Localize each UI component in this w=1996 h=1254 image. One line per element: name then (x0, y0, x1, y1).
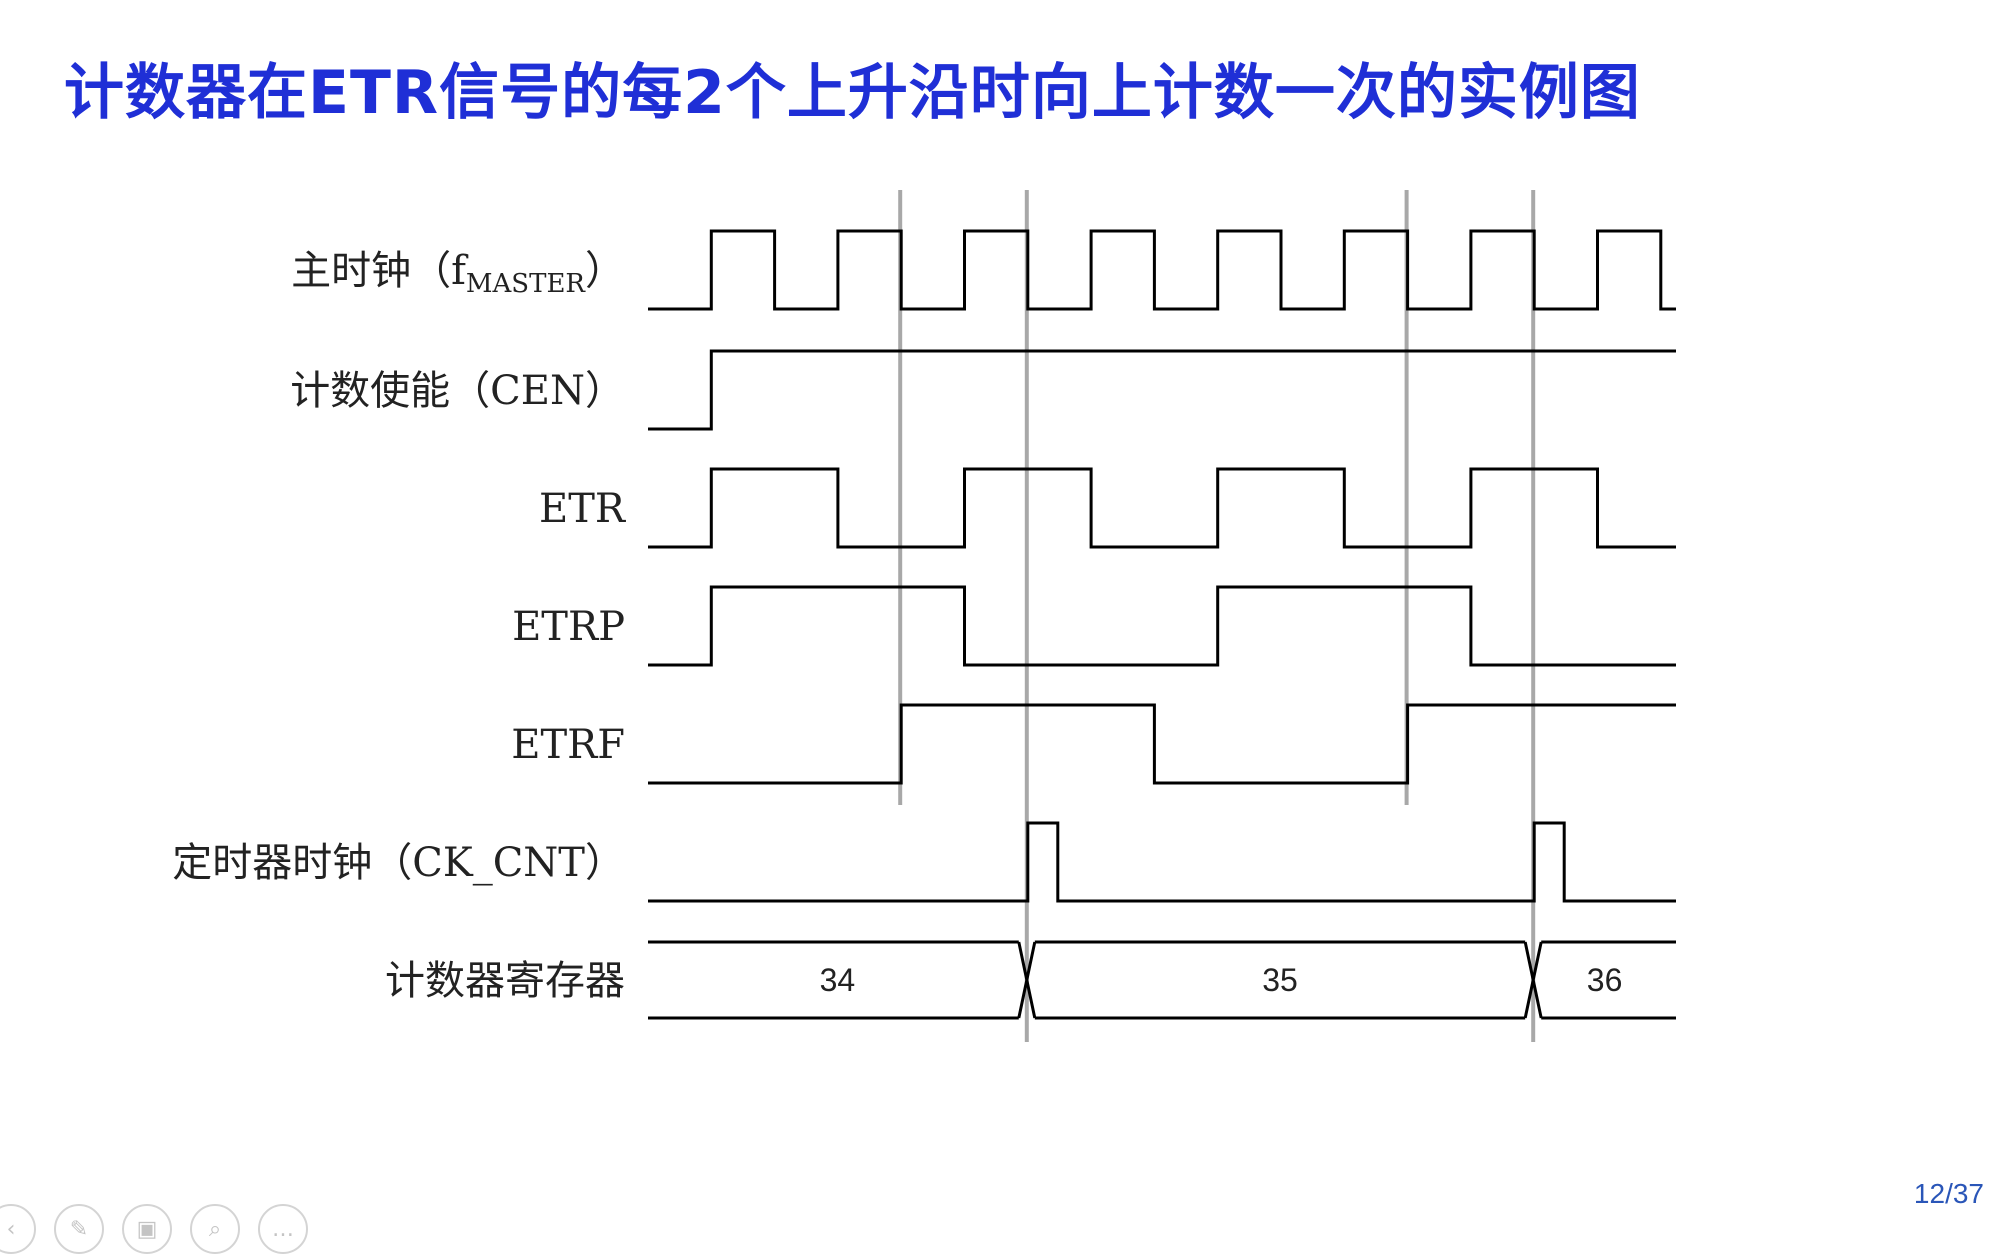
signal-label-fmaster: 主时钟（fMASTER） (291, 248, 625, 299)
waveform-fmaster (648, 229, 1676, 311)
bus-transition (1523, 941, 1543, 1019)
counter-value: 36 (1587, 962, 1623, 998)
slides-icon[interactable]: ▣ (122, 1204, 172, 1254)
counter-value: 34 (820, 962, 856, 998)
waveform-etrf (648, 703, 1676, 785)
waveform-etr (648, 467, 1676, 549)
presentation-toolbar: ‹ ✎ ▣ ⌕ … (0, 1204, 308, 1254)
slide-title: 计数器在ETR信号的每2个上升沿时向上计数一次的实例图 (64, 58, 1641, 128)
page-number: 12/37 (1913, 1178, 1984, 1209)
bus-transition (1017, 941, 1037, 1019)
signal-labels: 主时钟（fMASTER） 计数使能（CEN） ETR ETRP ETRF 定时器时钟（CK… (172, 248, 627, 1004)
signal-label-etrp: ETRP (512, 604, 625, 650)
waveform-cen (648, 349, 1676, 431)
pen-icon[interactable]: ✎ (54, 1204, 104, 1254)
signal-label-ck_cnt: 定时器时钟（CK_CNT） (172, 840, 625, 886)
signal-label-etr: ETR (539, 486, 627, 532)
signal-label-etrf: ETRF (511, 722, 625, 768)
back-icon[interactable]: ‹ (0, 1204, 36, 1254)
zoom-icon[interactable]: ⌕ (190, 1204, 240, 1254)
signal-waves: 34 35 36 (648, 229, 1676, 1020)
more-icon[interactable]: … (258, 1204, 308, 1254)
signal-label-counter: 计数器寄存器 (385, 958, 625, 1004)
waveform-ck_cnt (648, 821, 1676, 903)
timing-diagram: 主时钟（fMASTER） 计数使能（CEN） ETR ETRP ETRF 定时器时钟（CK… (172, 190, 1676, 1042)
counter-value: 35 (1262, 962, 1298, 998)
signal-label-cen: 计数使能（CEN） (290, 368, 625, 414)
waveform-etrp (648, 585, 1676, 667)
